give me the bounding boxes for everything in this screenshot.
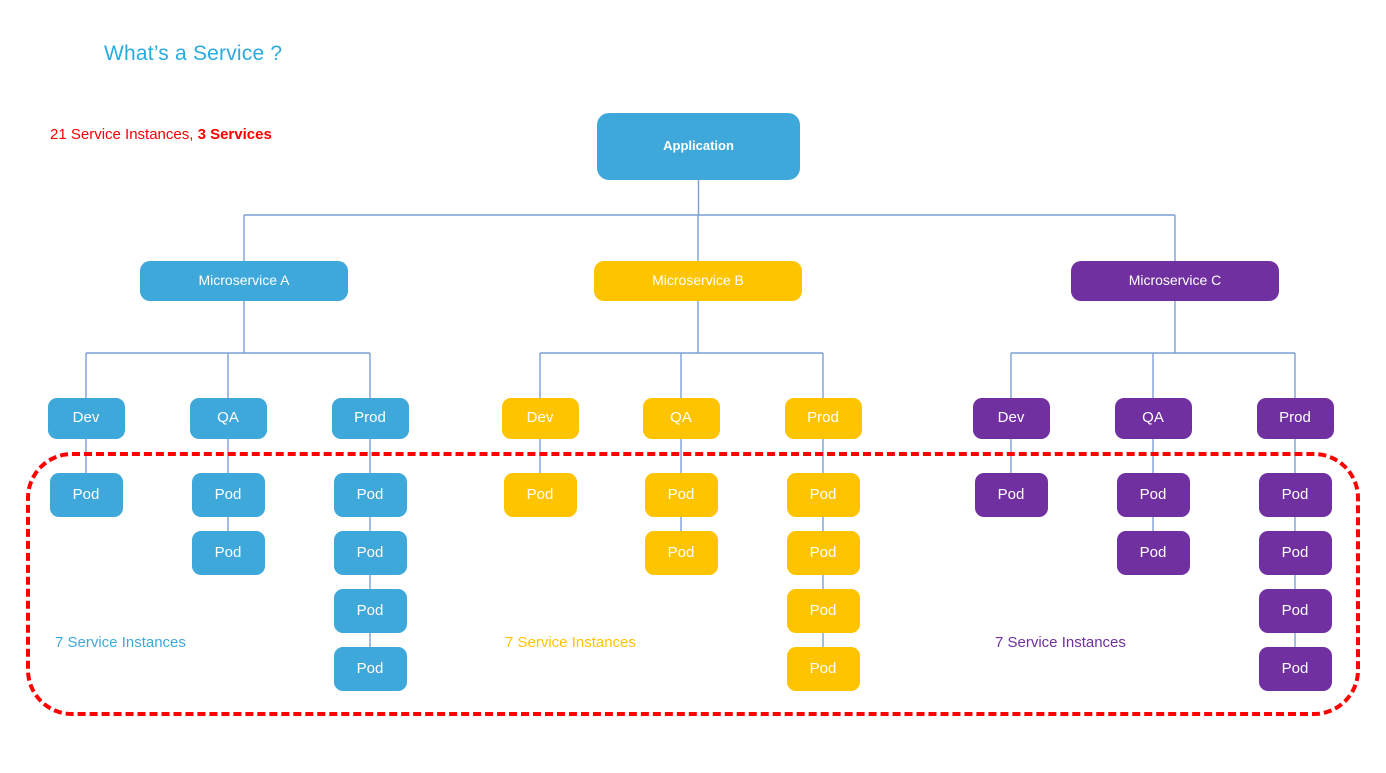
node-pod[interactable]: Pod [333, 473, 407, 517]
instances-caption-1: 7 Service Instances [505, 634, 636, 651]
summary-prefix: 21 Service Instances, [50, 126, 198, 143]
node-pod[interactable]: Pod [1258, 473, 1332, 517]
instances-caption-0: 7 Service Instances [55, 634, 186, 651]
node-environment-qa-1[interactable]: QA [642, 398, 720, 439]
node-environment-prod-2[interactable]: Prod [1256, 398, 1334, 439]
node-pod[interactable]: Pod [1258, 647, 1332, 691]
node-pod[interactable]: Pod [786, 473, 860, 517]
node-microservice-1[interactable]: Microservice B [594, 261, 802, 301]
node-pod[interactable]: Pod [49, 473, 123, 517]
node-pod[interactable]: Pod [191, 473, 265, 517]
node-microservice-0[interactable]: Microservice A [140, 261, 348, 301]
node-pod[interactable]: Pod [786, 589, 860, 633]
node-environment-dev-1[interactable]: Dev [501, 398, 579, 439]
node-environment-qa-2[interactable]: QA [1114, 398, 1192, 439]
node-pod[interactable]: Pod [191, 531, 265, 575]
node-pod[interactable]: Pod [786, 531, 860, 575]
summary-strong: 3 Services [197, 126, 272, 143]
node-pod[interactable]: Pod [1258, 589, 1332, 633]
node-pod[interactable]: Pod [503, 473, 577, 517]
node-pod[interactable]: Pod [1116, 473, 1190, 517]
node-environment-prod-1[interactable]: Prod [784, 398, 862, 439]
node-pod[interactable]: Pod [786, 647, 860, 691]
service-boundary-outline [26, 452, 1360, 716]
page-title: What’s a Service ? [104, 42, 283, 65]
summary-caption: 21 Service Instances, 3 Services [50, 126, 272, 143]
node-application[interactable]: Application [597, 113, 800, 180]
node-pod[interactable]: Pod [1258, 531, 1332, 575]
node-pod[interactable]: Pod [333, 531, 407, 575]
node-environment-dev-0[interactable]: Dev [47, 398, 125, 439]
node-pod[interactable]: Pod [644, 473, 718, 517]
node-pod[interactable]: Pod [333, 647, 407, 691]
node-pod[interactable]: Pod [644, 531, 718, 575]
node-pod[interactable]: Pod [333, 589, 407, 633]
instances-caption-2: 7 Service Instances [995, 634, 1126, 651]
node-environment-qa-0[interactable]: QA [189, 398, 267, 439]
node-microservice-2[interactable]: Microservice C [1071, 261, 1279, 301]
node-pod[interactable]: Pod [974, 473, 1048, 517]
node-pod[interactable]: Pod [1116, 531, 1190, 575]
node-environment-dev-2[interactable]: Dev [972, 398, 1050, 439]
node-environment-prod-0[interactable]: Prod [331, 398, 409, 439]
